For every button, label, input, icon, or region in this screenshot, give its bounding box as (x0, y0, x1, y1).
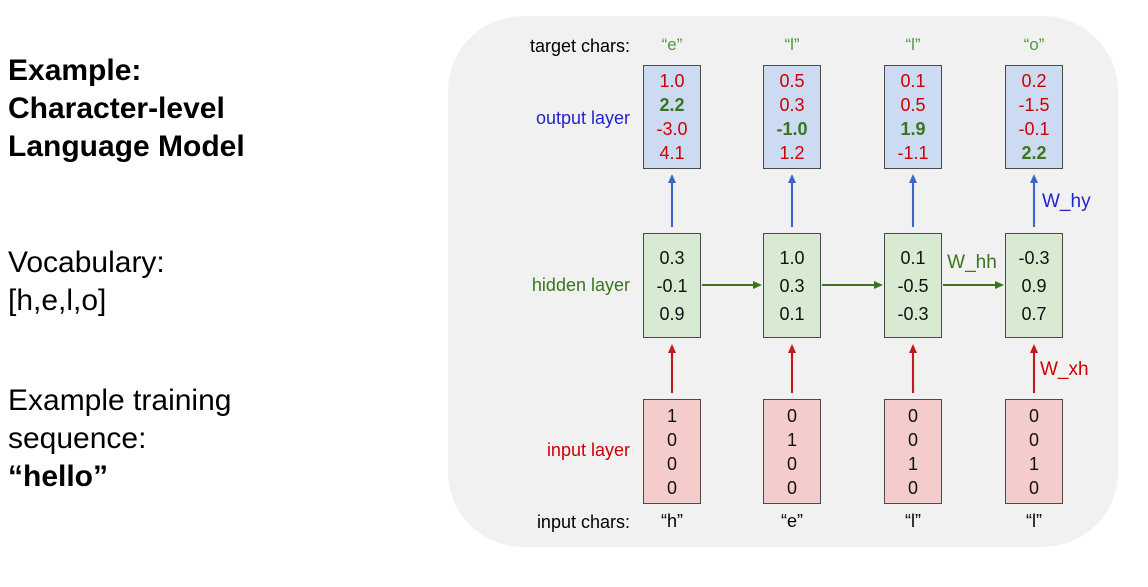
input-value: 1 (786, 429, 797, 450)
input-vector-box: 0 1 0 0 (763, 399, 821, 504)
hidden-vector-box: 1.0 0.3 0.1 (763, 233, 821, 338)
hidden-value: 1.0 (779, 247, 805, 268)
output-value: 0.3 (779, 95, 805, 115)
output-value: -3.0 (656, 119, 688, 139)
input-vector-box: 0 0 1 0 (1005, 399, 1063, 504)
input-value: 0 (1028, 405, 1039, 426)
left-text-panel: Example: Character-level Language Model … (8, 0, 438, 587)
weight-w-hy-label: W_hy (1042, 191, 1091, 212)
output-value: 0.1 (900, 71, 926, 91)
output-vector-box: 1.0 2.2 -3.0 4.1 (643, 65, 701, 169)
weight-w-xh-label: W_xh (1040, 359, 1089, 380)
hidden-value: 0.9 (659, 303, 685, 324)
hidden-value: 0.1 (900, 247, 926, 268)
input-value: 0 (1028, 429, 1039, 450)
output-vector-box: 0.2 -1.5 -0.1 2.2 (1005, 65, 1063, 169)
vocabulary-text: Vocabulary: [h,e,l,o] (8, 244, 165, 320)
input-char: “l” (1026, 511, 1042, 531)
output-value: 0.2 (1021, 71, 1047, 91)
input-value: 1 (666, 405, 677, 426)
output-value: 2.2 (1021, 143, 1047, 163)
diagram-arrows (668, 174, 1038, 393)
target-chars-label: target chars: (529, 36, 630, 56)
target-char: “l” (905, 35, 921, 54)
input-value: 0 (786, 405, 797, 426)
input-vector-box: 1 0 0 0 (643, 399, 701, 504)
hidden-vector-box: 0.1 -0.5 -0.3 (884, 233, 942, 338)
target-char: “e” (661, 35, 683, 54)
input-value: 0 (907, 405, 918, 426)
output-value: 1.0 (659, 71, 685, 91)
training-line: sequence: (8, 422, 147, 455)
input-value: 1 (1028, 453, 1039, 474)
hidden-vector-box: 0.3 -0.1 0.9 (643, 233, 701, 338)
output-layer-label: output layer (535, 108, 630, 128)
hidden-value: 0.3 (659, 247, 685, 268)
title-line: Character-level (8, 92, 225, 125)
hidden-layer-label: hidden layer (531, 275, 630, 295)
title-line: Language Model (8, 130, 245, 163)
input-value: 0 (666, 477, 677, 498)
output-value: 2.2 (659, 95, 685, 115)
target-char: “o” (1023, 35, 1045, 54)
hidden-value: 0.9 (1021, 275, 1047, 296)
input-value: 0 (666, 429, 677, 450)
input-value: 0 (907, 477, 918, 498)
hidden-value: -0.3 (1018, 247, 1050, 268)
hidden-value: -0.5 (897, 275, 929, 296)
weight-w-hh-label: W_hh (947, 252, 997, 273)
hidden-to-output-arrows (668, 174, 1038, 227)
vocabulary-label: Vocabulary: (8, 246, 165, 279)
output-value: -1.0 (776, 119, 808, 139)
hidden-value: -0.1 (656, 275, 688, 296)
hidden-vector-box: -0.3 0.9 0.7 (1005, 233, 1063, 338)
input-value: 0 (786, 453, 797, 474)
input-char: “l” (905, 511, 921, 531)
training-line: Example training (8, 384, 232, 417)
hidden-value: -0.3 (897, 303, 929, 324)
hidden-value: 0.1 (779, 303, 805, 324)
output-value: 4.1 (659, 143, 685, 163)
input-to-hidden-arrows (668, 344, 1038, 393)
input-value: 0 (1028, 477, 1039, 498)
output-value: 1.9 (900, 119, 926, 139)
output-value: -0.1 (1018, 119, 1050, 139)
input-value: 0 (907, 429, 918, 450)
hidden-value: 0.7 (1021, 303, 1047, 324)
target-char: “l” (784, 35, 800, 54)
input-char: “h” (661, 511, 683, 531)
output-vector-box: 0.5 0.3 -1.0 1.2 (763, 65, 821, 169)
input-layer-label: input layer (546, 440, 630, 460)
vocabulary-value: [h,e,l,o] (8, 284, 107, 317)
training-sequence-text: Example training sequence: “hello” (8, 382, 231, 496)
output-value: 0.5 (900, 95, 926, 115)
input-value: 1 (907, 453, 918, 474)
output-value: -1.5 (1018, 95, 1050, 115)
input-vector-box: 0 0 1 0 (884, 399, 942, 504)
input-value: 0 (786, 477, 797, 498)
title-line: Example: (8, 54, 142, 87)
slide-title: Example: Character-level Language Model (8, 52, 245, 166)
output-value: -1.1 (897, 143, 929, 163)
input-value: 0 (666, 453, 677, 474)
hidden-value: 0.3 (779, 275, 805, 296)
output-value: 0.5 (779, 71, 805, 91)
input-chars-label: input chars: (536, 512, 630, 532)
output-value: 1.2 (779, 143, 805, 163)
rnn-diagram-panel: target chars: output layer hidden layer … (448, 16, 1118, 547)
training-sequence-value: “hello” (8, 460, 109, 493)
input-char: “e” (781, 511, 803, 531)
output-vector-box: 0.1 0.5 1.9 -1.1 (884, 65, 942, 169)
